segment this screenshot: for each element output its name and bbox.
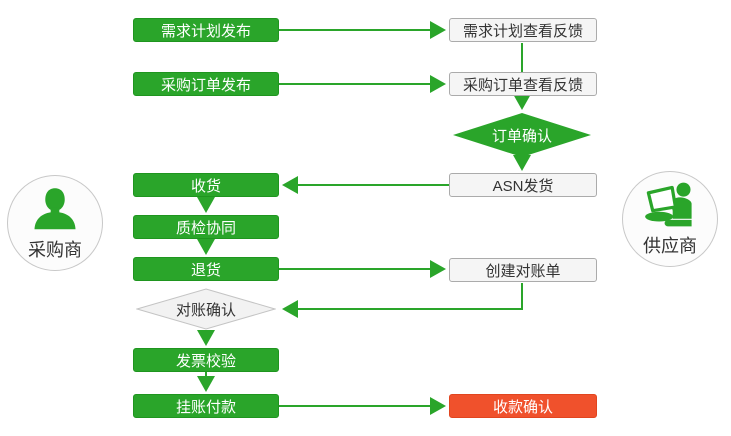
actor-supplier-label: 供应商 [643, 236, 697, 256]
node-purchase-order-publish: 采购订单发布 [133, 72, 279, 96]
node-label: 采购订单发布 [160, 76, 251, 94]
node-label: 订单确认 [491, 127, 552, 145]
node-purchase-order-feedback: 采购订单查看反馈 [449, 72, 597, 96]
node-payment-on-account: 挂账付款 [133, 394, 279, 418]
supplier-person-computer-icon [645, 182, 692, 227]
node-demand-plan-feedback: 需求计划查看反馈 [449, 18, 597, 42]
node-label: ASN发货 [492, 177, 554, 195]
node-label: 收款确认 [492, 398, 553, 416]
node-receipt-confirm: 收款确认 [449, 394, 597, 418]
node-label: 质检协同 [175, 219, 236, 237]
node-invoice-check: 发票校验 [133, 348, 279, 372]
node-demand-plan-publish: 需求计划发布 [133, 18, 279, 42]
node-label: 对账确认 [175, 301, 236, 319]
node-label: 收货 [190, 177, 221, 195]
node-label: 需求计划查看反馈 [462, 22, 583, 40]
node-asn-shipment: ASN发货 [449, 173, 597, 197]
node-create-statement: 创建对账单 [449, 258, 597, 282]
node-statement-confirm-decision: 对账确认 [136, 288, 276, 330]
node-receive-goods: 收货 [133, 173, 279, 197]
actor-supplier: 供应商 [622, 171, 718, 267]
node-label: 采购订单查看反馈 [462, 76, 583, 94]
node-quality-inspection: 质检协同 [133, 215, 279, 239]
actor-buyer-label: 采购商 [28, 240, 82, 260]
diamond-shape [136, 288, 276, 330]
buyer-person-icon [34, 188, 76, 230]
diamond-shape [453, 113, 591, 157]
node-label: 退货 [190, 261, 221, 279]
node-label: 挂账付款 [175, 398, 236, 416]
node-order-confirm-decision: 订单确认 [453, 113, 591, 157]
node-return-goods: 退货 [133, 257, 279, 281]
node-label: 创建对账单 [485, 262, 561, 280]
node-label: 需求计划发布 [160, 22, 251, 40]
actor-buyer: 采购商 [7, 175, 103, 271]
node-label: 发票校验 [175, 352, 236, 370]
